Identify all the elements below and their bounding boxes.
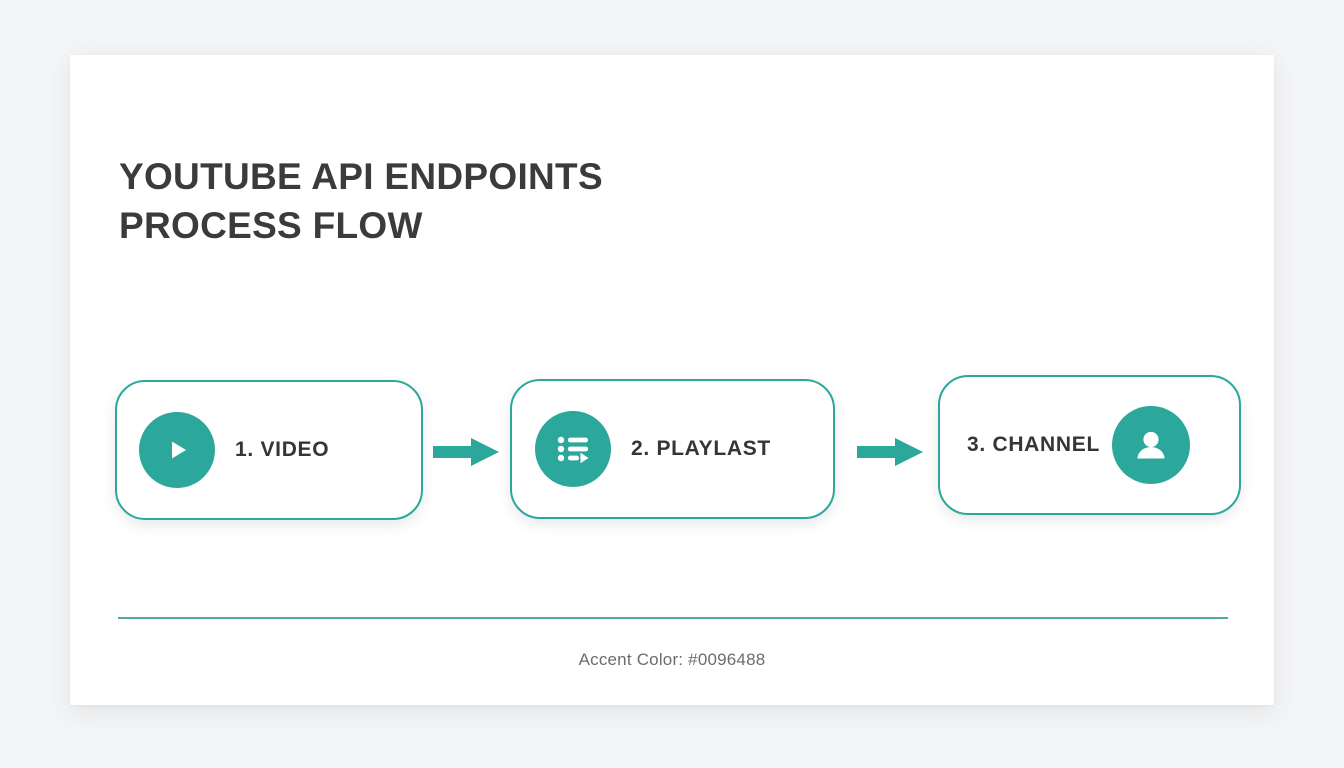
playlist-icon: [535, 411, 611, 487]
divider: [118, 617, 1228, 619]
arrow-right-icon: [433, 436, 499, 468]
flow-step-channel[interactable]: 3. CHANNEL: [938, 375, 1241, 515]
arrow-right-icon: [857, 436, 923, 468]
flow-step-playlist[interactable]: 2. PLAYLAST: [510, 379, 835, 519]
process-flow-diagram: 1. VIDEO 2. PLAYLAST: [70, 303, 1274, 520]
flow-step-label: 3. CHANNEL: [967, 433, 1101, 456]
slide-panel: YOUTUBE API ENDPOINTS PROCESS FLOW 1. VI…: [70, 55, 1274, 705]
person-icon: [1112, 406, 1191, 484]
page-title: YOUTUBE API ENDPOINTS PROCESS FLOW: [119, 156, 603, 246]
accent-color-note: Accent Color: #0096488: [578, 650, 766, 669]
flow-step-label: 2. PLAYLAST: [631, 437, 771, 460]
flow-step-label: 1. VIDEO: [235, 438, 330, 461]
flow-step-video[interactable]: 1. VIDEO: [115, 380, 423, 520]
play-icon: [139, 412, 215, 488]
